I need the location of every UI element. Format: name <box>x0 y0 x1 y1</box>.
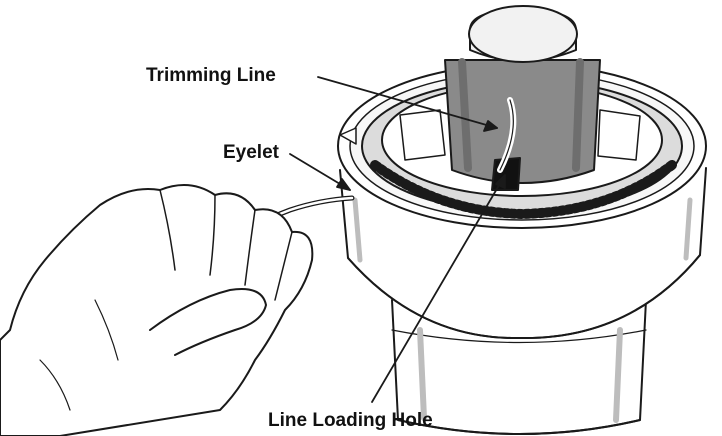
trimmer-head-base <box>391 299 647 435</box>
arrowhead-line-loading-hole <box>495 174 506 189</box>
arrowhead-trimming-line <box>483 120 498 132</box>
leader-line-loading-hole <box>371 174 506 403</box>
arrowhead-eyelet <box>336 178 351 191</box>
label-trimming-line: Trimming Line <box>146 65 276 86</box>
label-eyelet: Eyelet <box>223 142 279 163</box>
leader-trimming-line <box>317 76 498 129</box>
leader-lines <box>289 76 506 403</box>
label-line-loading-hole: Line Loading Hole <box>268 410 433 431</box>
hand-illustration <box>0 184 314 436</box>
inner-spool <box>339 5 641 191</box>
